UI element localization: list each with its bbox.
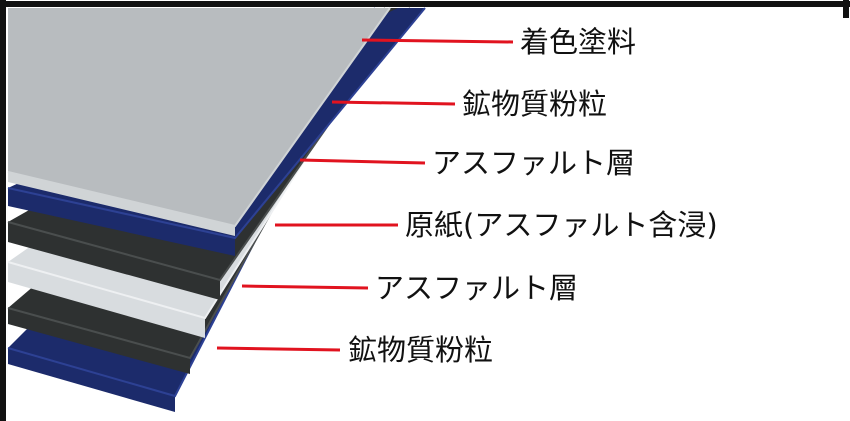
leader-line-mineral-granules-bottom bbox=[216, 346, 341, 352]
label-mineral-granules-bottom: 鉱物質粉粒 bbox=[348, 333, 493, 367]
label-base-paper: 原紙(アスファルト含浸) bbox=[405, 208, 718, 242]
label-colored-coating: 着色塗料 bbox=[520, 25, 636, 59]
layer-colored-coating-edge bbox=[7, 7, 391, 228]
leader-line-asphalt-layer-top bbox=[299, 158, 426, 165]
leader-lines bbox=[216, 38, 514, 352]
leader-line-mineral-granules-top bbox=[331, 100, 456, 106]
label-asphalt-layer-top: アスファルト層 bbox=[432, 146, 635, 180]
leader-line-colored-coating bbox=[361, 38, 514, 44]
layer-colored-coating bbox=[8, 8, 390, 226]
layer-asphalt-bottom-face bbox=[8, 308, 190, 374]
layer-colored-coating-face bbox=[8, 172, 235, 236]
layer-mineral-granules-top-edge bbox=[7, 7, 426, 240]
layer-mineral-granules-bottom-face bbox=[8, 348, 175, 412]
layer-asphalt-top-face bbox=[8, 222, 220, 300]
label-asphalt-layer-bottom: アスファルト層 bbox=[375, 271, 578, 305]
layer-base-paper-face bbox=[8, 262, 205, 338]
label-mineral-granules-top: 鉱物質粉粒 bbox=[462, 87, 607, 121]
layer-mineral-granules-top-face bbox=[8, 188, 235, 256]
layer-labels: 着色塗料 鉱物質粉粒 アスファルト層 原紙(アスファルト含浸) アスファルト層 … bbox=[348, 25, 718, 367]
leader-line-asphalt-layer-bottom bbox=[241, 284, 369, 290]
layer-stack bbox=[7, 7, 426, 412]
